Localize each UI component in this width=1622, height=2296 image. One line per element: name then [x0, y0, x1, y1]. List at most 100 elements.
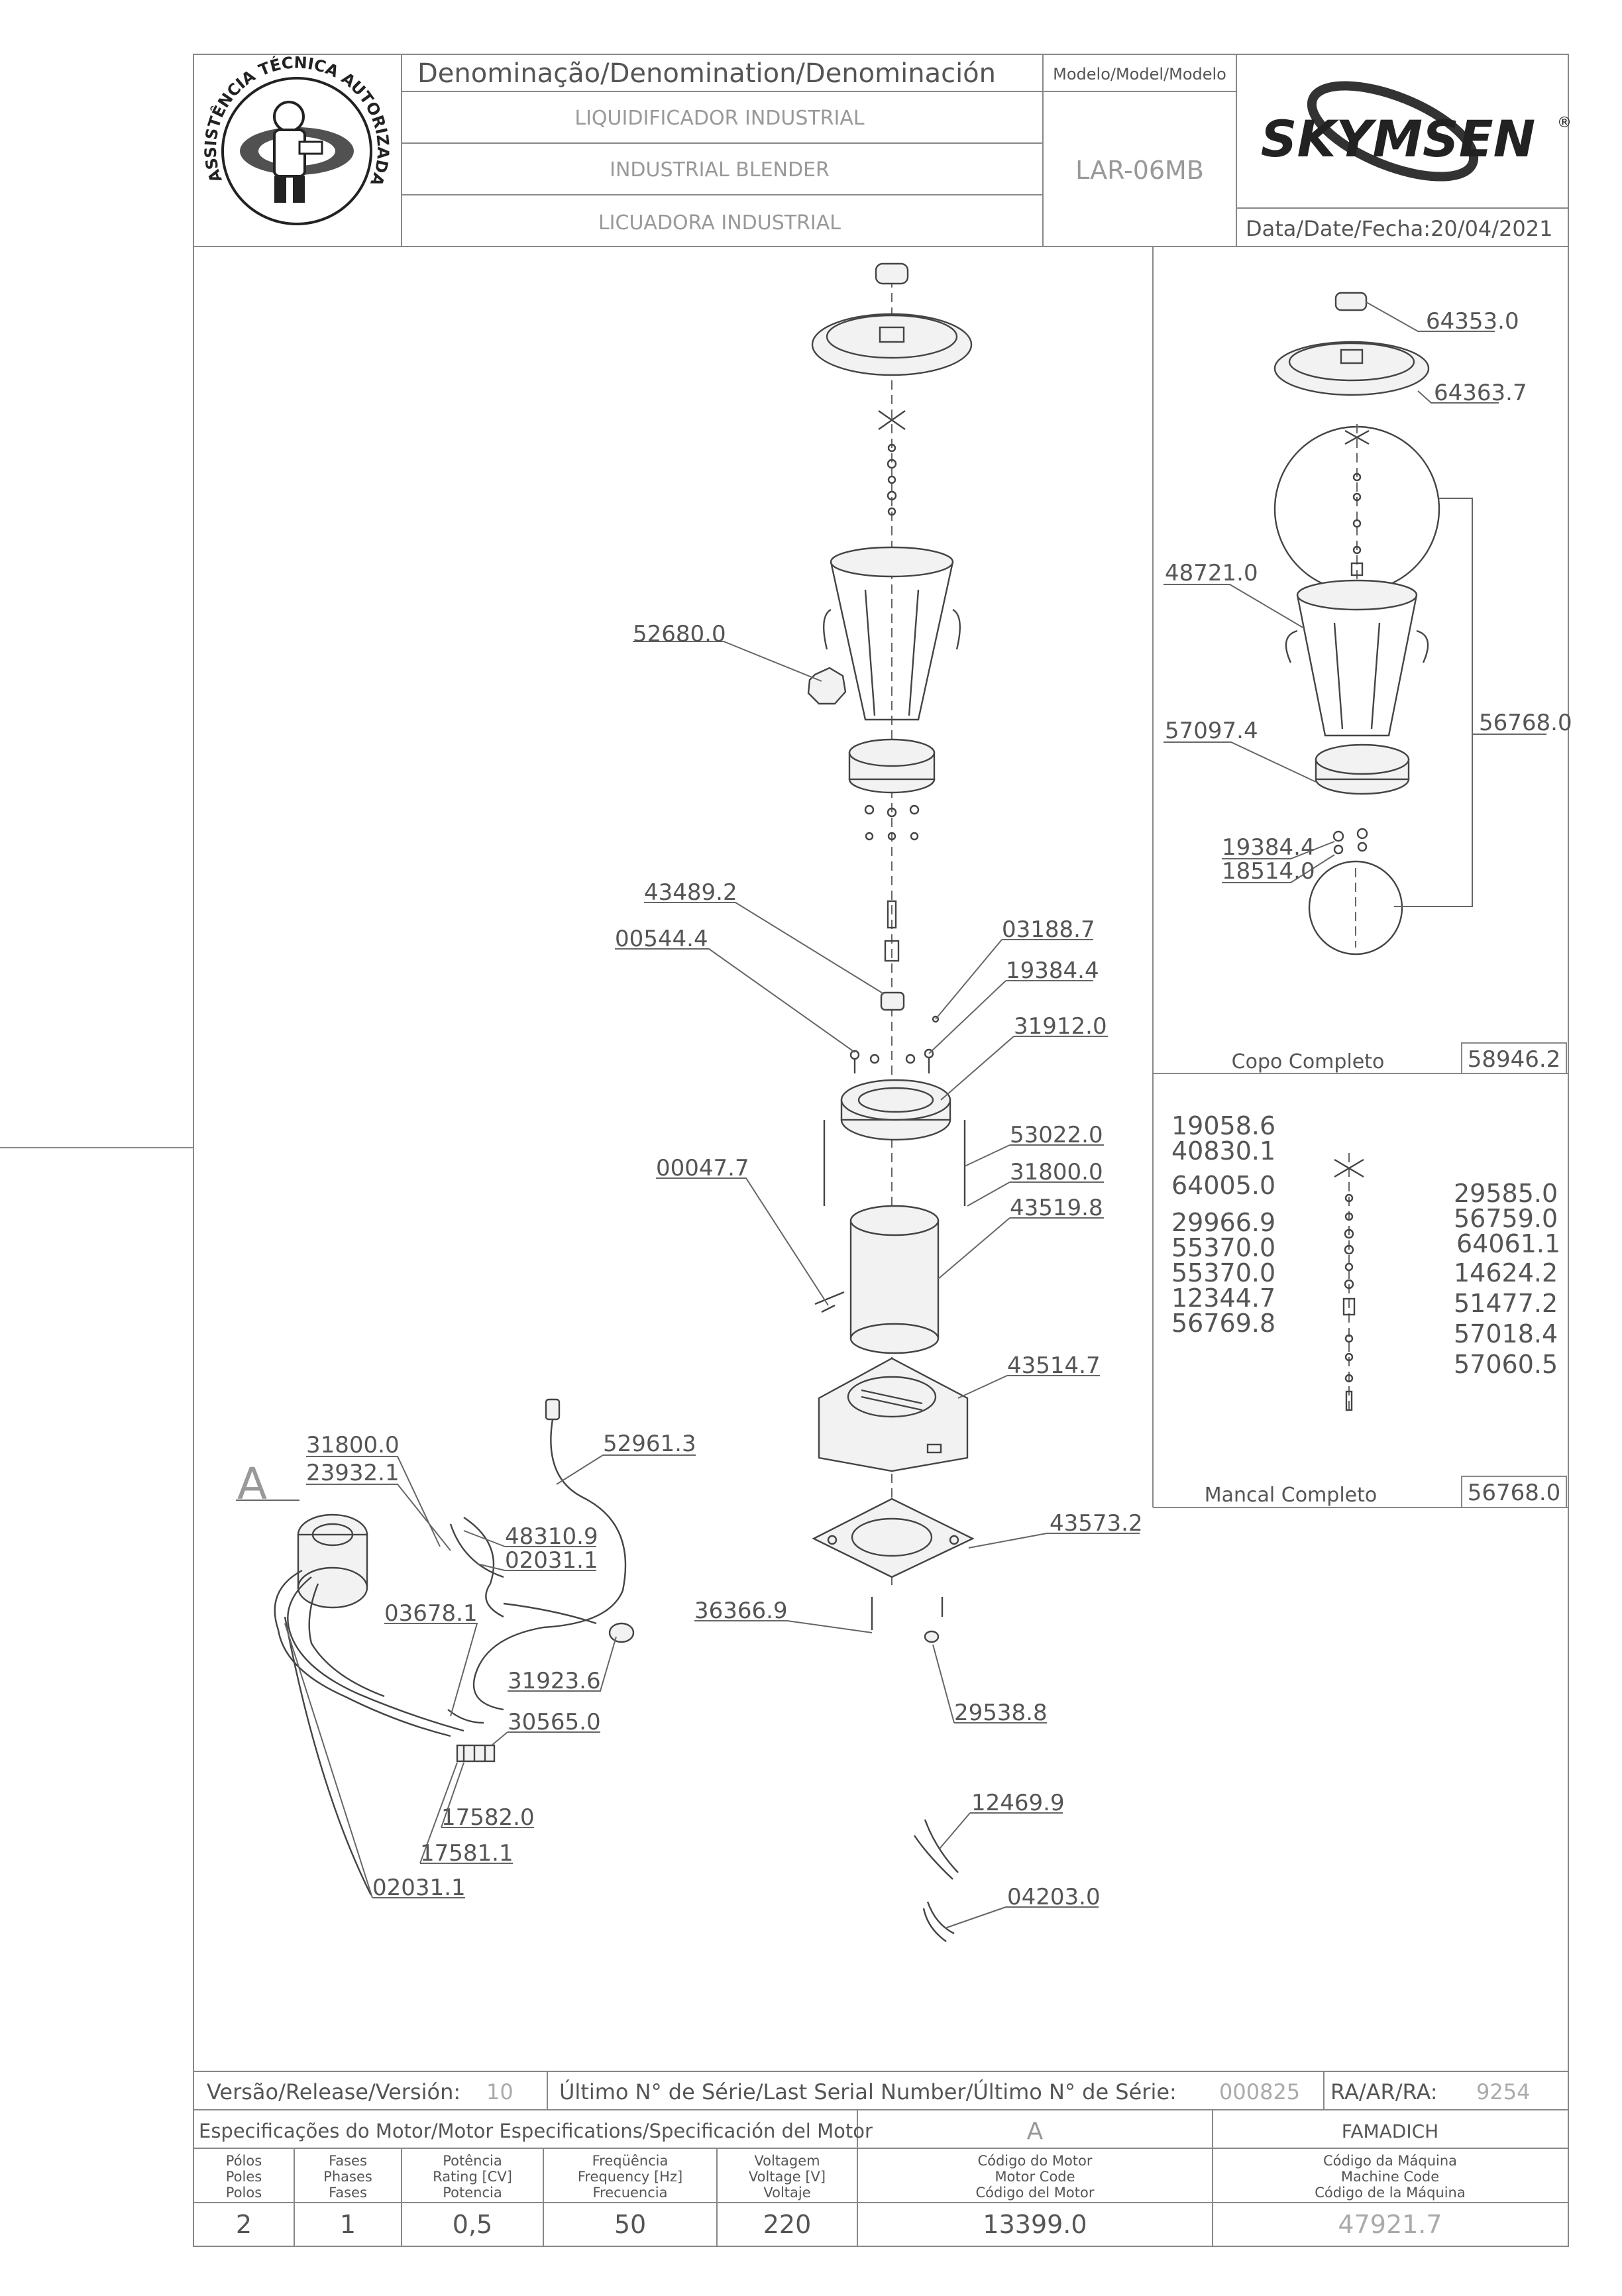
part-label: 48310.9	[505, 1523, 598, 1550]
name-spanish: LICUADORA INDUSTRIAL	[598, 211, 841, 235]
copo-completo-title: Copo Completo	[1232, 1050, 1385, 1073]
part-label: 43489.2	[644, 879, 737, 906]
part-label: 43519.8	[1010, 1195, 1103, 1221]
skymsen-logo: SKYMSEN ®	[1261, 81, 1572, 182]
part-label: 04203.0	[1007, 1884, 1101, 1910]
motor-variant: A	[1027, 2118, 1044, 2145]
model-label: Modelo/Model/Modelo	[1053, 65, 1226, 83]
part-label: 56759.0	[1454, 1204, 1558, 1233]
motor-spec-label: Especificações do Motor/Motor Especifica…	[199, 2120, 873, 2142]
part-label: 36366.9	[694, 1598, 788, 1624]
drawing-frame	[193, 54, 1569, 2247]
part-label: 64363.7	[1434, 380, 1527, 406]
part-label: 19058.6	[1171, 1111, 1275, 1140]
part-label: 40830.1	[1171, 1136, 1275, 1166]
part-label: 57018.4	[1454, 1319, 1558, 1348]
mancal-completo-panel: 19058.6 40830.1 64005.0 29966.9 55370.0 …	[1153, 1111, 1568, 1508]
part-label: 64353.0	[1426, 308, 1519, 335]
part-label: 02031.1	[372, 1875, 466, 1901]
part-label: 55370.0	[1171, 1233, 1275, 1262]
part-label: 53022.0	[1010, 1122, 1103, 1148]
value-frequency: 50	[614, 2210, 646, 2239]
mancal-left-codes: 19058.6 40830.1 64005.0 29966.9 55370.0 …	[1171, 1111, 1275, 1338]
part-label: 52680.0	[633, 621, 726, 647]
authorized-service-seal: ASSISTÊNCIA TÉCNICA AUTORIZADA	[201, 53, 392, 225]
part-label: 43514.7	[1007, 1352, 1101, 1379]
part-label: 17581.1	[420, 1840, 514, 1867]
part-label: 56769.8	[1171, 1309, 1275, 1338]
value-rating: 0,5	[453, 2210, 492, 2239]
mancal-right-codes: 29585.0 56759.0 64061.1 14624.2 51477.2 …	[1454, 1179, 1560, 1379]
wiring-detail: A 31800.0 23932.1	[236, 1398, 696, 1901]
part-label: 64061.1	[1456, 1229, 1560, 1258]
part-label: 17582.0	[441, 1804, 535, 1831]
date-value: 20/04/2021	[1431, 216, 1552, 241]
value-voltage: 220	[763, 2210, 812, 2239]
copo-completo-code: 58946.2	[1468, 1046, 1561, 1073]
part-label: 02031.1	[505, 1547, 598, 1574]
part-label: 31912.0	[1014, 1013, 1107, 1040]
name-english: INDUSTRIAL BLENDER	[610, 158, 830, 182]
model-value: LAR-06MB	[1075, 156, 1204, 185]
part-label: 12469.9	[971, 1790, 1065, 1816]
part-label: 31923.6	[508, 1668, 601, 1694]
mancal-completo-code: 56768.0	[1468, 1480, 1561, 1506]
mancal-completo-title: Mancal Completo	[1205, 1484, 1378, 1507]
part-label: 57097.4	[1165, 718, 1258, 744]
part-label: 03188.7	[1002, 916, 1095, 943]
part-label: 00544.4	[615, 926, 708, 952]
value-machine-code: 47921.7	[1338, 2210, 1442, 2239]
value-phases: 1	[340, 2210, 356, 2239]
part-label: 19384.4	[1222, 834, 1315, 861]
part-label: 43573.2	[1050, 1510, 1143, 1537]
part-label: 31800.0	[306, 1432, 400, 1458]
part-label: 29966.9	[1171, 1208, 1275, 1237]
footer-table: Versão/Release/Versión: 10 Último N° de …	[193, 2071, 1568, 2246]
brand-name: SKYMSEN	[1261, 109, 1536, 168]
part-label: 19384.4	[1006, 957, 1099, 984]
part-label: 55370.0	[1171, 1258, 1275, 1287]
part-label: 00047.7	[656, 1155, 749, 1181]
part-label: 31800.0	[1010, 1159, 1103, 1185]
part-label: 29585.0	[1454, 1179, 1558, 1208]
part-label: 64005.0	[1171, 1171, 1275, 1200]
part-label: 03678.1	[384, 1600, 478, 1627]
version-label: Versão/Release/Versión:	[207, 2079, 460, 2105]
serial-label: Último N° de Série/Last Serial Number/Úl…	[559, 2079, 1177, 2105]
part-label: 57060.5	[1454, 1350, 1558, 1379]
main-exploded-view: 52680.0 43489.2 00544.4 03188.7 19384.4 …	[615, 262, 1143, 1942]
part-label: 56768.0	[1479, 710, 1572, 736]
name-portuguese: LIQUIDIFICADOR INDUSTRIAL	[574, 107, 865, 130]
part-label: 30565.0	[508, 1709, 601, 1735]
value-poles: 2	[236, 2210, 252, 2239]
denomination-label: Denominação/Denomination/Denominación	[417, 58, 996, 89]
part-label: 18514.0	[1222, 858, 1315, 885]
spec-values: 2 1 0,5 50 220 13399.0 47921.7	[236, 2210, 1442, 2239]
detail-marker: A	[237, 1458, 267, 1509]
part-label: 29538.8	[954, 1700, 1048, 1726]
part-label: 14624.2	[1454, 1258, 1558, 1287]
manufacturer: FAMADICH	[1342, 2120, 1438, 2142]
copo-completo-panel: 64353.0 64363.7 48721.0 57097.4 56768.0 …	[1152, 246, 1572, 1507]
date-label: Data/Date/Fecha:	[1246, 216, 1431, 241]
part-label: 23932.1	[306, 1460, 400, 1486]
title-block: ASSISTÊNCIA TÉCNICA AUTORIZADA Denominaç…	[193, 53, 1572, 247]
ra-value: 9254	[1476, 2079, 1530, 2105]
version-value: 10	[486, 2079, 514, 2105]
part-label: 51477.2	[1454, 1289, 1558, 1318]
part-label: 52961.3	[603, 1431, 696, 1457]
serial-value: 000825	[1219, 2079, 1300, 2105]
part-label: 48721.0	[1165, 560, 1258, 586]
part-label: 12344.7	[1171, 1284, 1275, 1313]
ra-label: RA/AR/RA:	[1330, 2079, 1438, 2105]
svg-text:Data/Date/Fecha:20/04/2021: Data/Date/Fecha:20/04/2021	[1246, 216, 1553, 241]
value-motor-code: 13399.0	[983, 2210, 1087, 2239]
